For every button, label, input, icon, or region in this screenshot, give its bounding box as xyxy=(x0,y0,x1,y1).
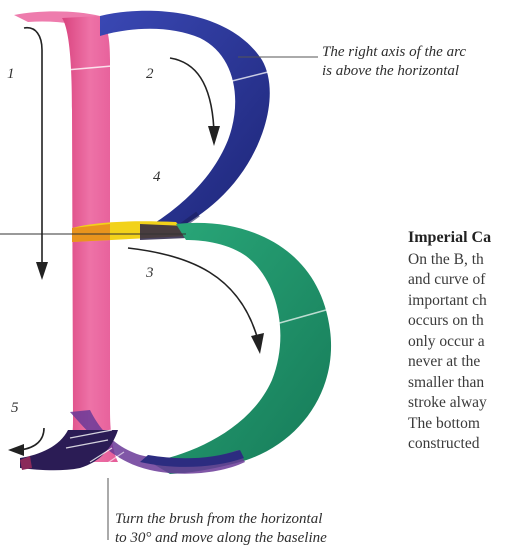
body-line: constructed xyxy=(408,434,518,455)
brush-annotation-line: Turn the brush from the horizontal xyxy=(115,510,327,529)
bottom-serif xyxy=(20,430,118,470)
body-line: On the B, th xyxy=(408,250,518,271)
step-number-3: 3 xyxy=(146,265,154,282)
body-line: and curve of xyxy=(408,270,518,291)
body-line: never at the xyxy=(408,352,518,373)
step-number-4: 4 xyxy=(153,169,161,186)
body-line: smaller than xyxy=(408,373,518,394)
body-line: The bottom xyxy=(408,414,518,435)
step-number-1: 1 xyxy=(7,66,15,83)
arc-annotation-line: The right axis of the arc xyxy=(322,43,466,62)
upper-bowl-stroke xyxy=(100,11,270,232)
body-line: important ch xyxy=(408,291,518,312)
brush-annotation: Turn the brush from the horizontal to 30… xyxy=(115,510,327,548)
arc-annotation-line: is above the horizontal xyxy=(322,62,466,81)
step-number-5: 5 xyxy=(11,400,19,417)
body-text-block: Imperial Ca On the B, th and curve of im… xyxy=(408,228,518,455)
body-line: only occur a xyxy=(408,332,518,353)
brush-annotation-line: to 30° and move along the baseline xyxy=(115,529,327,548)
body-line: stroke alway xyxy=(408,393,518,414)
lower-bowl-stroke xyxy=(150,223,331,474)
body-heading: Imperial Ca xyxy=(408,228,518,249)
arrow-2-icon xyxy=(170,58,214,132)
body-line: occurs on th xyxy=(408,311,518,332)
arrow-3-icon xyxy=(128,248,258,340)
step-number-2: 2 xyxy=(146,66,154,83)
arc-annotation: The right axis of the arc is above the h… xyxy=(322,43,466,81)
